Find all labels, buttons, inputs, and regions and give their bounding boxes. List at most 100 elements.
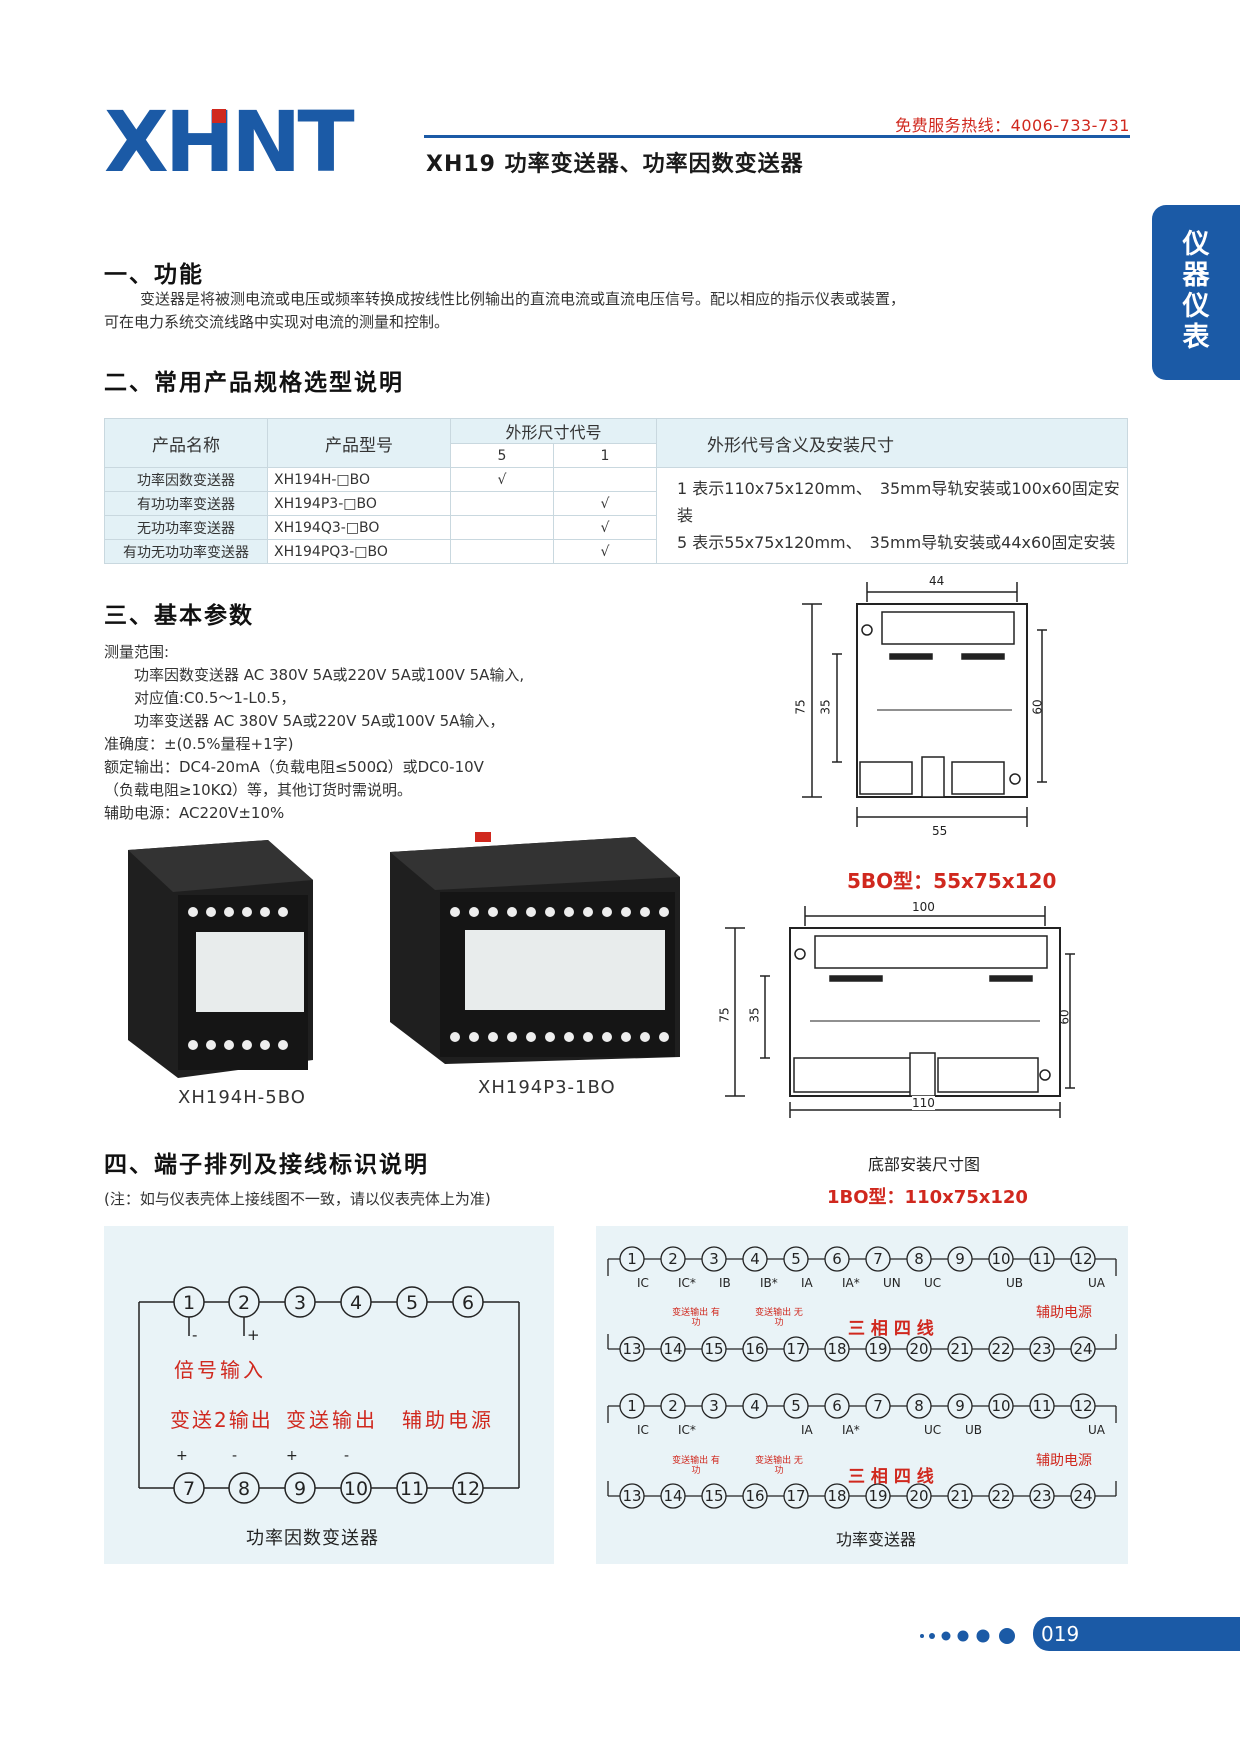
pin7-sign: + bbox=[176, 1448, 188, 1464]
svg-text:22: 22 bbox=[991, 1487, 1010, 1505]
terminal-label: UB bbox=[1006, 1276, 1024, 1290]
svg-text:20: 20 bbox=[909, 1340, 928, 1358]
pin9-sign: + bbox=[286, 1448, 298, 1464]
terminal-label: IC* bbox=[678, 1423, 696, 1437]
svg-text:2: 2 bbox=[238, 1292, 250, 1314]
label-output2: 变送2输出 bbox=[170, 1408, 273, 1432]
terminal-label: IC bbox=[637, 1276, 649, 1290]
th-size-5: 5 bbox=[450, 443, 554, 468]
terminal-label: UA bbox=[1088, 1423, 1105, 1437]
terminal-label: IC* bbox=[678, 1276, 696, 1290]
svg-text:14: 14 bbox=[663, 1340, 682, 1358]
label-three-phase: 三 相 四 线 bbox=[848, 1467, 934, 1487]
svg-text:1: 1 bbox=[627, 1250, 637, 1268]
terminal-label: UN bbox=[883, 1276, 901, 1290]
svg-text:19: 19 bbox=[868, 1487, 887, 1505]
label-output-reactive: 变送输出 无功 bbox=[755, 1308, 803, 1328]
svg-text:1: 1 bbox=[627, 1397, 637, 1415]
svg-text:10: 10 bbox=[344, 1478, 368, 1500]
svg-text:12: 12 bbox=[1073, 1250, 1092, 1268]
label-output-active: 变送输出 有功 bbox=[672, 1308, 720, 1328]
params-list: 测量范围: 功率因数变送器 AC 380V 5A或220V 5A或100V 5A… bbox=[104, 643, 525, 822]
meaning-cell: 1 表示110x75x120mm、 35mm导轨安装或100x60固定安装 5 … bbox=[656, 467, 1128, 564]
terminal-label: UB bbox=[965, 1423, 983, 1437]
svg-text:13: 13 bbox=[622, 1487, 641, 1505]
svg-text:13: 13 bbox=[622, 1340, 641, 1358]
svg-text:XHNT: XHNT bbox=[104, 105, 354, 177]
svg-text:16: 16 bbox=[745, 1487, 764, 1505]
svg-text:4: 4 bbox=[750, 1250, 760, 1268]
signal-minus: - bbox=[192, 1326, 198, 1344]
terminal-label: IA bbox=[801, 1276, 813, 1290]
svg-text:6: 6 bbox=[462, 1292, 474, 1314]
terminal-note: (注：如与仪表壳体上接线图不一致，请以仪表壳体上为准) bbox=[104, 1190, 491, 1208]
svg-text:8: 8 bbox=[914, 1250, 924, 1268]
panel-caption-power: 功率变送器 bbox=[836, 1530, 917, 1549]
tab-char: 仪 bbox=[1182, 291, 1210, 322]
dim-height3-label: 60 bbox=[1057, 1009, 1072, 1025]
svg-text:3: 3 bbox=[709, 1397, 719, 1415]
svg-text:14: 14 bbox=[663, 1487, 682, 1505]
photo-caption-1: XH194H-5BO bbox=[178, 1087, 306, 1108]
category-tab[interactable]: 仪 器 仪 表 bbox=[1152, 205, 1240, 380]
label-output-reactive: 变送输出 无功 bbox=[755, 1456, 803, 1476]
terminal-label: UA bbox=[1088, 1276, 1105, 1290]
table-row: 无功功率变送器 XH194Q3-□BO √ bbox=[104, 515, 1128, 540]
svg-text:20: 20 bbox=[909, 1487, 928, 1505]
svg-text:9: 9 bbox=[955, 1397, 965, 1415]
label-three-phase: 三 相 四 线 bbox=[848, 1319, 934, 1339]
dim-bottom-label: 110 bbox=[912, 1096, 935, 1110]
spec-table: 产品名称 产品型号 外形尺寸代号 外形代号含义及安装尺寸 5 1 功率因数变送器… bbox=[104, 418, 1128, 564]
dim-bottom-label: 55 bbox=[932, 824, 948, 838]
document-title: XH19 功率变送器、功率因数变送器 bbox=[426, 152, 804, 177]
dim-subcaption-1bo: 底部安装尺寸图 bbox=[868, 1155, 981, 1174]
svg-text:17: 17 bbox=[786, 1487, 805, 1505]
svg-text:2: 2 bbox=[668, 1397, 678, 1415]
dimension-drawing-5bo: 44 75 35 60 55 bbox=[792, 572, 1054, 844]
terminal-label: IA bbox=[801, 1423, 813, 1437]
svg-text:11: 11 bbox=[1032, 1397, 1051, 1415]
terminal-label: IB* bbox=[760, 1276, 778, 1290]
dimension-drawing-1bo: 100 75 35 60 110 bbox=[718, 898, 1082, 1120]
terminal-label: IA* bbox=[842, 1423, 860, 1437]
svg-text:7: 7 bbox=[873, 1250, 883, 1268]
dim-caption-1bo: 1BO型：110x75x120 bbox=[827, 1187, 1028, 1208]
dim-height-label: 75 bbox=[793, 699, 808, 715]
svg-text:8: 8 bbox=[238, 1478, 250, 1500]
svg-text:18: 18 bbox=[827, 1340, 846, 1358]
dim-height3-label: 60 bbox=[1030, 699, 1045, 715]
label-aux-power: 辅助电源 bbox=[1036, 1453, 1092, 1469]
svg-text:24: 24 bbox=[1073, 1487, 1092, 1505]
terminal-label: UC bbox=[924, 1423, 942, 1437]
product-photo-xh194p3 bbox=[385, 832, 685, 1067]
svg-text:16: 16 bbox=[745, 1340, 764, 1358]
th-meaning: 外形代号含义及安装尺寸 bbox=[656, 418, 1128, 468]
svg-text:21: 21 bbox=[950, 1340, 969, 1358]
section-heading-terminals: 四、端子排列及接线标识说明 bbox=[104, 1152, 429, 1178]
terminal-label: IA* bbox=[842, 1276, 860, 1290]
pin8-sign: - bbox=[232, 1448, 238, 1464]
product-photo-xh194h bbox=[118, 840, 318, 1080]
dim-width-label: 44 bbox=[929, 574, 945, 588]
label-output: 变送输出 bbox=[286, 1408, 378, 1432]
label-aux-power: 辅助电源 bbox=[402, 1408, 494, 1432]
th-size-1: 1 bbox=[553, 443, 657, 468]
svg-text:3: 3 bbox=[294, 1292, 306, 1314]
th-size: 外形尺寸代号 bbox=[450, 418, 657, 444]
dim-height2-label: 35 bbox=[747, 1007, 762, 1023]
svg-text:10: 10 bbox=[991, 1250, 1010, 1268]
dim-height2-label: 35 bbox=[818, 699, 833, 715]
section-heading-function: 一、功能 bbox=[104, 262, 204, 288]
function-para-line1: 变送器是将被测电流或电压或频率转换成按线性比例输出的直流电流或直流电压信号。配以… bbox=[140, 290, 906, 308]
dim-caption-5bo: 5BO型：55x75x120 bbox=[847, 869, 1057, 893]
svg-text:10: 10 bbox=[991, 1397, 1010, 1415]
svg-text:21: 21 bbox=[950, 1487, 969, 1505]
section-heading-spec: 二、常用产品规格选型说明 bbox=[104, 370, 404, 396]
th-model: 产品型号 bbox=[267, 418, 451, 468]
table-row: 功率因数变送器 XH194H-□BO √ 1 表示110x75x120mm、 3… bbox=[104, 467, 1128, 564]
svg-text:4: 4 bbox=[750, 1397, 760, 1415]
svg-text:2: 2 bbox=[668, 1250, 678, 1268]
section-heading-params: 三、基本参数 bbox=[104, 603, 254, 629]
tab-char: 器 bbox=[1182, 260, 1210, 291]
